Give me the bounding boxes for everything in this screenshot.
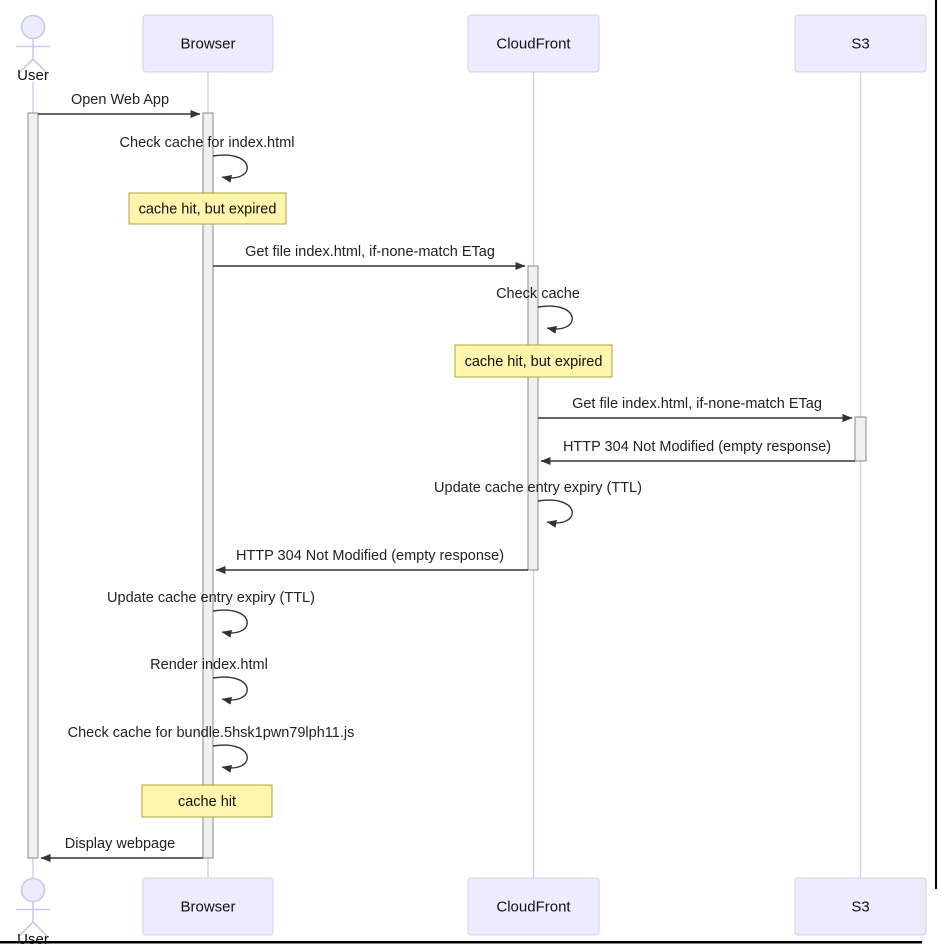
note-box [454, 344, 613, 378]
actor-label-user-top: User [17, 67, 49, 84]
participant-box [794, 14, 927, 73]
message-label: Get file index.html, if-none-match ETag [572, 396, 822, 412]
user-leg-right-icon [32, 58, 48, 74]
actor-figure-user-bottom [16, 877, 50, 937]
note-browser-expired: cache hit, but expired [128, 192, 287, 225]
message-label: Check cache for index.html [120, 135, 295, 151]
activation-cloudfront [527, 265, 539, 571]
participant-s3-top: S3 [794, 14, 927, 73]
bottom-edge-line [0, 941, 922, 944]
self-loop-arrow [212, 744, 248, 773]
self-loop-arrow [537, 499, 573, 528]
participant-box [142, 877, 274, 936]
participant-box [142, 14, 274, 73]
user-head-icon [20, 14, 46, 40]
participant-cloudfront-top: CloudFront [467, 14, 600, 73]
message-label: Render index.html [150, 657, 268, 673]
message-label: Update cache entry expiry (TTL) [434, 480, 642, 496]
participant-box [794, 877, 927, 936]
participant-label: CloudFront [496, 899, 571, 916]
user-leg-right-icon [32, 921, 48, 937]
participant-label: S3 [851, 36, 869, 53]
right-edge-line [935, 0, 937, 889]
participant-label: S3 [851, 899, 869, 916]
actor-label-user-bottom: User [17, 931, 49, 948]
message-label: HTTP 304 Not Modified (empty response) [563, 439, 831, 455]
message-label: Check cache for bundle.5hsk1pwn79lph11.j… [68, 725, 355, 741]
note-box [141, 784, 273, 818]
self-loop-arrow [537, 305, 573, 334]
user-leg-left-icon [18, 58, 34, 74]
note-label: cache hit, but expired [465, 354, 603, 370]
message-label: Get file index.html, if-none-match ETag [245, 244, 495, 260]
message-label: Check cache [496, 286, 580, 302]
participant-browser-top: Browser [142, 14, 274, 73]
message-label: Update cache entry expiry (TTL) [107, 590, 315, 606]
participant-label: Browser [180, 899, 235, 916]
participant-s3-bottom: S3 [794, 877, 927, 936]
note-label: cache hit, but expired [139, 202, 277, 218]
participant-cloudfront-bottom: CloudFront [467, 877, 600, 936]
note-box [128, 192, 287, 225]
self-loop-arrow [212, 154, 248, 183]
note-label: cache hit [178, 794, 236, 810]
participant-label: CloudFront [496, 36, 571, 53]
activation-browser [202, 112, 214, 859]
participant-box [467, 877, 600, 936]
self-loop-arrow [212, 676, 248, 705]
activation-s3 [854, 416, 867, 462]
activation-user [27, 112, 39, 859]
actor-figure-user-top: User [16, 14, 50, 84]
self-loop-arrow [212, 609, 248, 638]
note-cloudfront-expired: cache hit, but expired [454, 344, 613, 378]
participant-browser-bottom: Browser [142, 877, 274, 936]
user-leg-left-icon [18, 921, 34, 937]
user-head-icon [20, 877, 46, 903]
message-label: Open Web App [71, 92, 169, 108]
participant-box [467, 14, 600, 73]
message-label: HTTP 304 Not Modified (empty response) [236, 548, 504, 564]
note-browser-cache-hit: cache hit [141, 784, 273, 818]
participant-label: Browser [180, 36, 235, 53]
message-label: Display webpage [65, 836, 175, 852]
